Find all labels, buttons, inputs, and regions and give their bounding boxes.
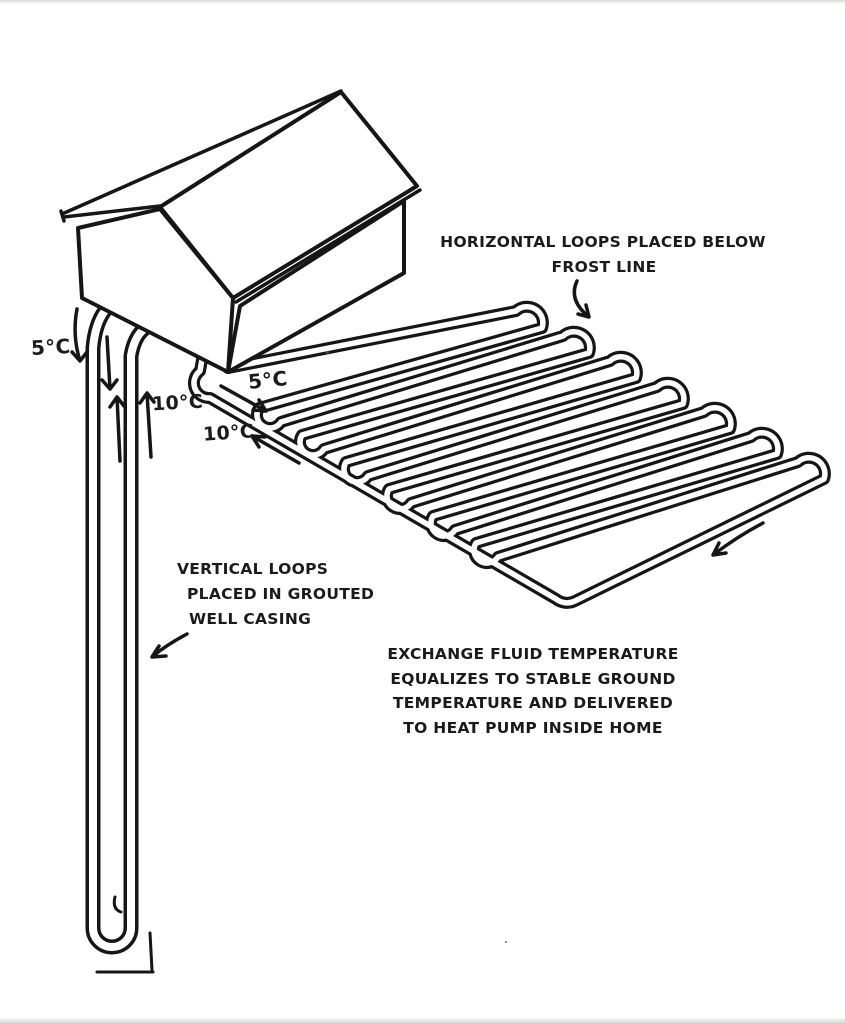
well-bottom-overdraw-line bbox=[95, 931, 155, 974]
well-inner-u-hook bbox=[112, 895, 123, 914]
field-supply-temperature-label: 5°C bbox=[246, 366, 289, 394]
field-return-flow-arrow bbox=[250, 434, 301, 465]
exchange-note-line1: EXCHANGE FLUID TEMPERATURE bbox=[387, 645, 679, 663]
vertical-well-loop bbox=[93, 312, 155, 974]
well-down-flow-arrow-1 bbox=[70, 307, 89, 363]
horizontal-loops-label-line2: FROST LINE bbox=[551, 258, 657, 276]
field-supply-flow-arrow bbox=[219, 384, 268, 413]
well-up-flow-arrow-2 bbox=[138, 391, 156, 459]
ink-speck-1 bbox=[326, 351, 329, 354]
exchange-note-line4: TO HEAT PUMP INSIDE HOME bbox=[403, 718, 663, 737]
field-far-return-flow-arrow bbox=[711, 521, 765, 557]
house-side-wall bbox=[226, 199, 406, 374]
house-roof-fascia-line bbox=[234, 188, 422, 304]
well-up-flow-arrow-1 bbox=[108, 395, 126, 463]
exchange-note-line3: TEMPERATURE AND DELIVERED bbox=[392, 694, 674, 712]
field-return-temperature-label: 10°C bbox=[202, 420, 255, 446]
paper-edge-top bbox=[0, 0, 845, 4]
exchange-note: EXCHANGE FLUID TEMPERATURE EQUALIZES TO … bbox=[373, 642, 693, 740]
house-gable-wall bbox=[76, 207, 235, 374]
vertical-loops-label-line2: PLACED IN GROUTED bbox=[187, 585, 375, 603]
flow-arrows bbox=[70, 279, 765, 659]
ink-speck-2 bbox=[505, 941, 507, 943]
well-return-temperature-label: 10°C bbox=[151, 390, 204, 416]
well-supply-temperature-label: 5°C bbox=[30, 333, 72, 361]
paper-edge-bottom bbox=[0, 1017, 845, 1024]
house-roof-ridge-overhang-line bbox=[59, 89, 343, 223]
well-down-flow-arrow-2 bbox=[100, 335, 119, 391]
house bbox=[59, 89, 422, 374]
vertical-loops-label-line3: WELL CASING bbox=[189, 610, 312, 628]
exchange-note-line2: EQUALIZES TO STABLE GROUND bbox=[390, 669, 676, 688]
vertical-loops-callout-arrow bbox=[150, 632, 189, 659]
frost-line-callout-arrow bbox=[572, 279, 591, 319]
horizontal-loop-field bbox=[194, 307, 825, 603]
vertical-loops-label-line1: VERTICAL LOOPS bbox=[177, 560, 329, 578]
horizontal-loops-label-line1: HORIZONTAL LOOPS PLACED BELOW bbox=[440, 233, 766, 251]
